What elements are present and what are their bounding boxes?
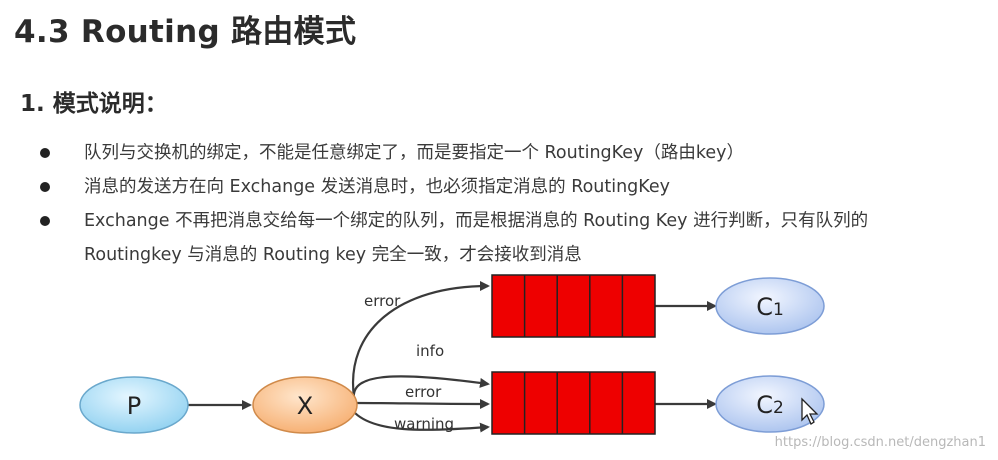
queue-2 xyxy=(491,371,656,435)
consumer-2-label: C2 xyxy=(756,391,784,419)
exchange-node: X xyxy=(252,376,358,434)
binding-error-top-arrow xyxy=(351,281,490,398)
binding-warning-arrow xyxy=(354,412,490,433)
page-title: 4.3 Routing 路由模式 xyxy=(14,14,357,50)
bullet-text: Exchange 不再把消息交给每一个绑定的队列，而是根据消息的 Routing… xyxy=(84,211,869,231)
bullet-list: 队列与交换机的绑定，不能是任意绑定了，而是要指定一个 RoutingKey（路由… xyxy=(38,136,978,272)
binding-label-error-top: error xyxy=(364,292,401,310)
binding-label-error: error xyxy=(405,383,442,401)
binding-label-warning: warning xyxy=(394,415,454,433)
bullet-text: 消息的发送方在向 Exchange 发送消息时，也必须指定消息的 Routing… xyxy=(84,177,671,197)
queue-1 xyxy=(491,274,656,338)
arrows xyxy=(188,281,717,433)
consumer-2-node: C2 xyxy=(715,375,825,433)
exchange-label: X xyxy=(297,392,313,420)
mouse-cursor-icon xyxy=(801,397,819,425)
bullet-item: 消息的发送方在向 Exchange 发送消息时，也必须指定消息的 Routing… xyxy=(38,170,978,204)
binding-label-info: info xyxy=(416,342,444,360)
producer-node: P xyxy=(79,376,189,434)
watermark: https://blog.csdn.net/dengzhan1 xyxy=(775,435,986,450)
consumer-1-label: C1 xyxy=(756,293,784,321)
binding-info-arrow xyxy=(352,375,490,400)
binding-error-arrow xyxy=(356,398,490,409)
bullet-item: Exchange 不再把消息交给每一个绑定的队列，而是根据消息的 Routing… xyxy=(38,204,978,272)
consumer-1-node: C1 xyxy=(715,277,825,335)
bullet-item: 队列与交换机的绑定，不能是任意绑定了，而是要指定一个 RoutingKey（路由… xyxy=(38,136,978,170)
producer-label: P xyxy=(127,392,141,420)
section-title: 1. 模式说明： xyxy=(20,91,168,117)
bullet-text-continued: Routingkey 与消息的 Routing key 完全一致，才会接收到消息 xyxy=(84,245,582,265)
bullet-text: 队列与交换机的绑定，不能是任意绑定了，而是要指定一个 RoutingKey（路由… xyxy=(84,143,745,163)
